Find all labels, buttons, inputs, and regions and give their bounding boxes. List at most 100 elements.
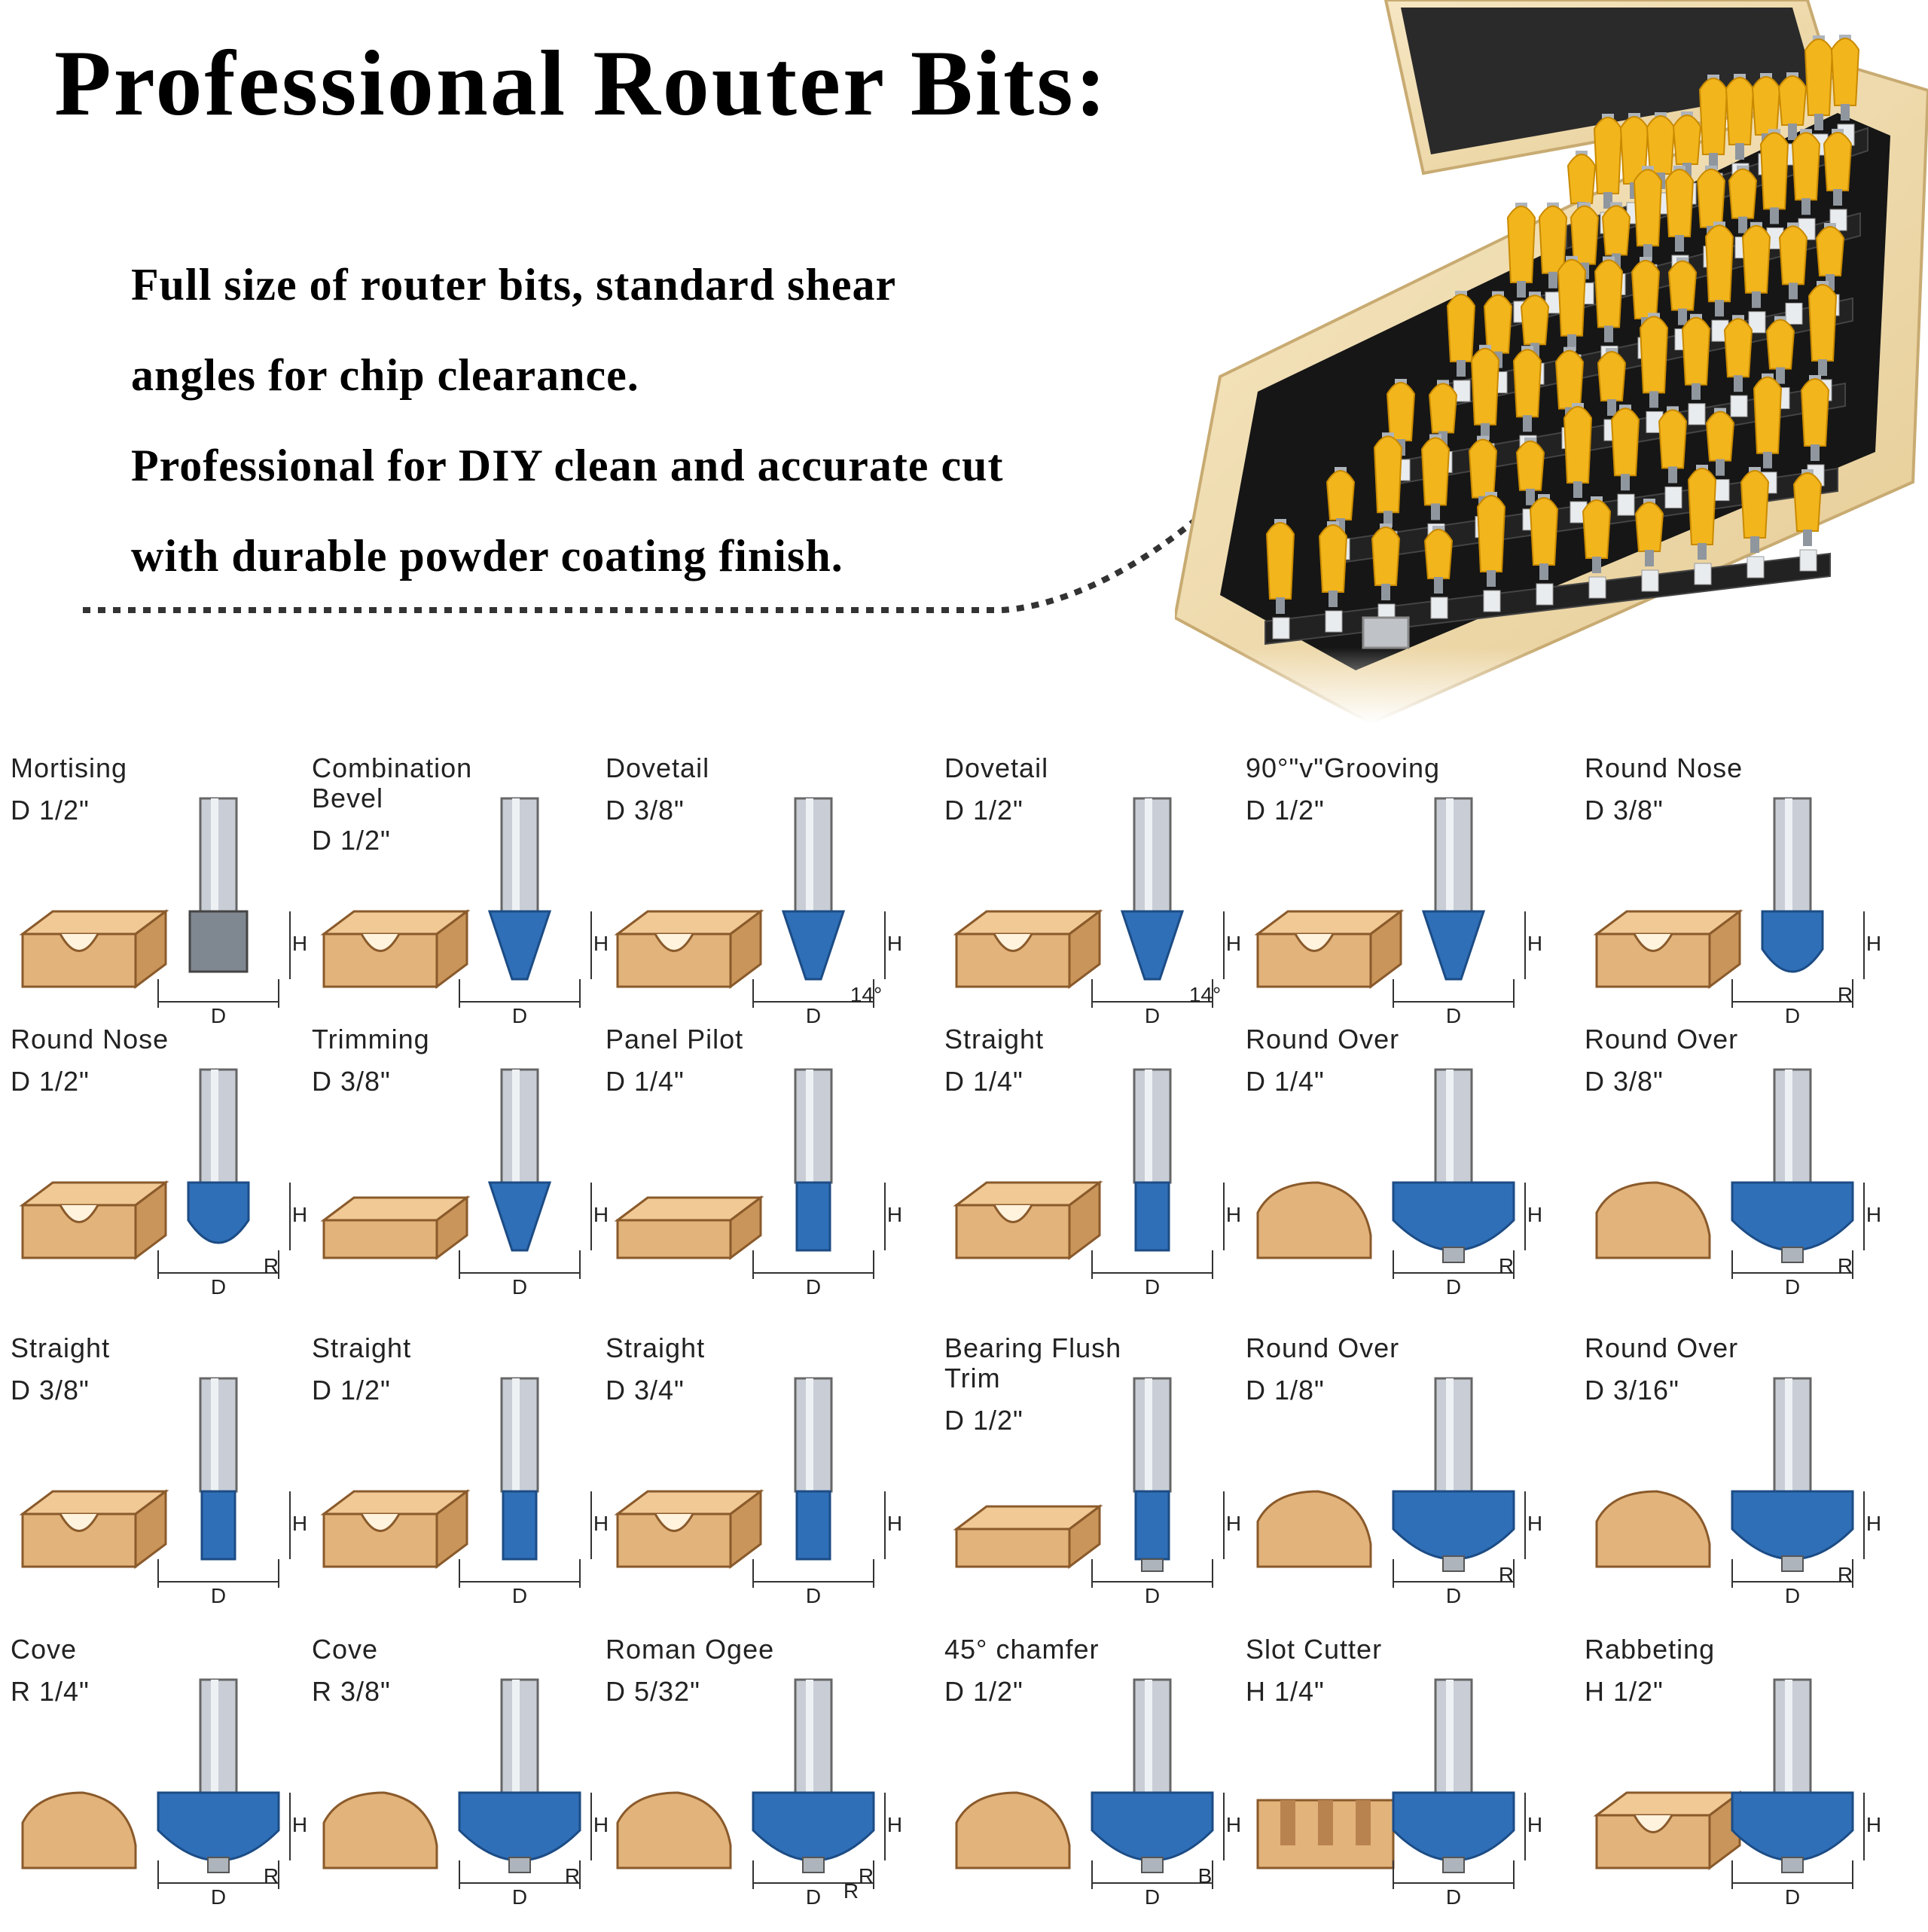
dimension-label: D bbox=[1785, 1584, 1800, 1607]
bit-name: Straight bbox=[312, 1332, 412, 1363]
bit-size: D 1/2" bbox=[312, 1375, 391, 1406]
dimension-label: 14° bbox=[850, 983, 882, 1006]
dimension-label: D bbox=[1145, 1885, 1160, 1909]
dimension-label: H bbox=[1866, 1203, 1881, 1226]
bit-size: D 1/4" bbox=[1246, 1066, 1325, 1097]
bit-size: D 3/8" bbox=[1585, 795, 1664, 826]
dimension-label: D bbox=[806, 1004, 821, 1027]
bit-profile-diagram: HDR bbox=[1593, 797, 1881, 1027]
bit-name: Round Over bbox=[1246, 1332, 1400, 1363]
bit-size: R 3/8" bbox=[312, 1676, 391, 1707]
bit-profile-diagram: HD bbox=[953, 1068, 1241, 1299]
dimension-label: R bbox=[1838, 1254, 1853, 1277]
dimension-label: B bbox=[1198, 1864, 1213, 1888]
dimension-label: H bbox=[1226, 1813, 1241, 1836]
dimension-label: R bbox=[1838, 1563, 1853, 1586]
dimension-label: R bbox=[844, 1879, 859, 1903]
bit-name: Combination Bevel bbox=[312, 752, 473, 813]
bit-name: Mortising bbox=[11, 752, 128, 783]
dimension-label: H bbox=[1866, 1813, 1881, 1836]
bit-profile-diagram: HD bbox=[320, 797, 609, 1027]
intro-text: Full size of router bits, standard shear… bbox=[131, 240, 1185, 601]
intro-line: with durable powder coating finish. bbox=[131, 531, 844, 581]
dimension-label: H bbox=[292, 1512, 307, 1535]
dimension-label: H bbox=[292, 1203, 307, 1226]
bit-profile-diagram: HD bbox=[19, 1377, 307, 1607]
dimension-label: D bbox=[806, 1275, 821, 1299]
intro-line: Full size of router bits, standard shear bbox=[131, 260, 897, 310]
bit-size: D 5/32" bbox=[606, 1676, 700, 1707]
dimension-label: H bbox=[887, 1512, 902, 1535]
dimension-label: D bbox=[1446, 1885, 1461, 1909]
page-title: Professional Router Bits: bbox=[54, 32, 1109, 135]
bit-profile-diagram: HD bbox=[1256, 1678, 1542, 1909]
bit-profile-diagram: HD bbox=[614, 1377, 902, 1607]
dimension-label: R bbox=[264, 1254, 279, 1277]
bit-size: D 1/4" bbox=[944, 1066, 1023, 1097]
dimension-label: R bbox=[1499, 1254, 1514, 1277]
dimension-label: D bbox=[806, 1584, 821, 1607]
bit-rows bbox=[1264, 35, 1869, 646]
dimension-label: 14° bbox=[1189, 983, 1221, 1006]
bit-profile-diagram: H D R bbox=[1256, 1377, 1542, 1607]
bit-name: Round Nose bbox=[1585, 752, 1743, 783]
dimension-label: H bbox=[292, 932, 307, 955]
dimension-label: D bbox=[512, 1885, 527, 1909]
bit-profile-diagram: HD bbox=[19, 797, 307, 1027]
bit-name: Roman Ogee bbox=[606, 1634, 775, 1665]
bit-profile-diagram: H D B bbox=[955, 1678, 1241, 1909]
dotted-leader-line bbox=[83, 442, 1276, 613]
bit-name: Round Over bbox=[1585, 1332, 1739, 1363]
bit-name: Round Nose bbox=[11, 1024, 169, 1055]
bit-name: Dovetail bbox=[944, 752, 1049, 783]
bit-size: D 1/2" bbox=[944, 1405, 1023, 1436]
dimension-label: H bbox=[593, 1512, 609, 1535]
bit-profile-diagram: HDR bbox=[1595, 1068, 1881, 1299]
bit-size: D 1/2" bbox=[11, 795, 90, 826]
dimension-label: H bbox=[292, 1813, 307, 1836]
dimension-label: H bbox=[1226, 1512, 1241, 1535]
dimension-label: D bbox=[1446, 1004, 1461, 1027]
dimension-label: D bbox=[211, 1584, 226, 1607]
dimension-label: D bbox=[1446, 1584, 1461, 1607]
bit-size: D 1/2" bbox=[944, 1676, 1023, 1707]
dimension-label: R bbox=[264, 1864, 279, 1888]
dimension-label: H bbox=[1226, 932, 1241, 955]
bit-profile-diagram: HD bbox=[953, 1377, 1241, 1607]
bit-profile-diagram: HD bbox=[1593, 1678, 1881, 1909]
bit-size: D 1/2" bbox=[11, 1066, 90, 1097]
dimension-label: D bbox=[1785, 1004, 1800, 1027]
intro-line: angles for chip clearance. bbox=[131, 350, 639, 400]
bit-profile-diagram: HDR bbox=[1595, 1377, 1881, 1607]
bit-size: D 1/2" bbox=[1246, 795, 1325, 826]
dimension-label: H bbox=[1527, 1512, 1542, 1535]
dimension-label: H bbox=[1527, 1813, 1542, 1836]
dimension-label: D bbox=[1785, 1885, 1800, 1909]
dimension-label: R bbox=[859, 1864, 874, 1888]
dimension-label: H bbox=[887, 1813, 902, 1836]
dimension-label: H bbox=[593, 1203, 609, 1226]
bit-size: D 1/2" bbox=[944, 795, 1023, 826]
bit-size: R 1/4" bbox=[11, 1676, 90, 1707]
dimension-label: H bbox=[1527, 932, 1542, 955]
dimension-label: D bbox=[512, 1275, 527, 1299]
dimension-label: R bbox=[1499, 1563, 1514, 1586]
dimension-label: H bbox=[887, 932, 902, 955]
bit-name: Round Over bbox=[1585, 1024, 1739, 1055]
